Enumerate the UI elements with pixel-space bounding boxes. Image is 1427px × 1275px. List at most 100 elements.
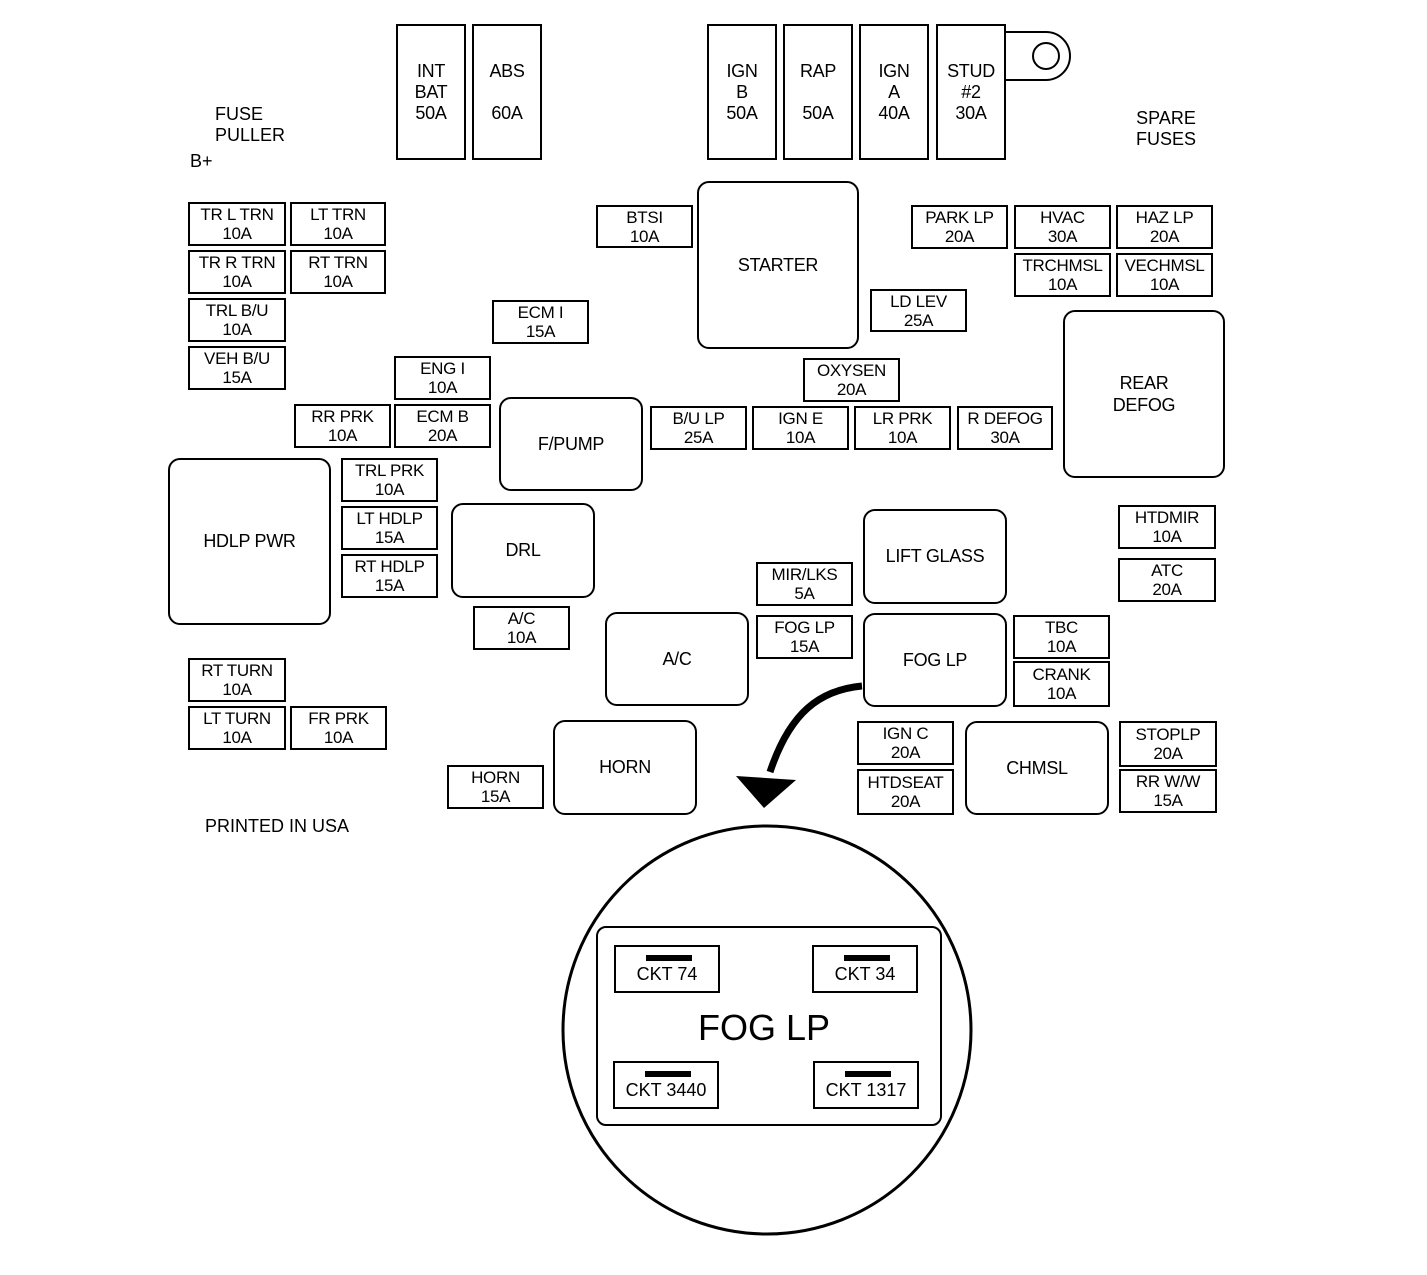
fuse-rr-prk: RR PRK 10A	[294, 404, 391, 448]
fuse-stoplp: STOPLP 20A	[1119, 721, 1217, 767]
fuse-lt-trn-rating: 10A	[323, 224, 353, 243]
fuse-trl-prk: TRL PRK 10A	[341, 458, 438, 502]
fuse-trl-prk-rating: 10A	[374, 480, 405, 499]
fuse-mir-lks: MIR/LKS 5A	[756, 562, 853, 606]
fuse-htdmir: HTDMIR 10A	[1118, 505, 1216, 549]
maxi-fuse-rap-line-3: 50A	[802, 102, 834, 123]
ckt-3440-label: CKT 3440	[625, 1080, 707, 1100]
fuse-park-lp: PARK LP 20A	[911, 205, 1008, 249]
relay-drl-label: DRL	[505, 540, 541, 560]
fuse-ign-c-rating: 20A	[890, 743, 921, 762]
maxi-fuse-ign-a-line-2: A	[888, 81, 900, 102]
fuse-lr-prk: LR PRK 10A	[854, 406, 951, 450]
maxi-fuse-abs-line-3: 60A	[491, 102, 523, 123]
maxi-fuse-ign-b-line-3: 50A	[726, 102, 758, 123]
fuse-rt-turn-name: RT TURN	[201, 661, 273, 680]
ckt-34-terminal: CKT 34	[812, 945, 918, 993]
fuse-crank-rating: 10A	[1046, 684, 1077, 703]
fuse-eng-i-rating: 10A	[427, 378, 458, 397]
ckt-74-label: CKT 74	[636, 964, 698, 984]
fuse-btsi-rating: 10A	[629, 226, 660, 246]
fuse-lt-turn: LT TURN 10A	[188, 706, 286, 750]
fuse-r-defog-rating: 30A	[990, 428, 1020, 447]
ckt-74-terminal: CKT 74	[614, 945, 720, 993]
fuse-rt-turn: RT TURN 10A	[188, 658, 286, 702]
fuse-fr-prk: FR PRK 10A	[290, 706, 387, 750]
relay-lift-glass: LIFT GLASS	[863, 509, 1007, 604]
fuse-hvac-rating: 30A	[1047, 227, 1078, 246]
maxi-fuse-int-bat-line-1: INT	[416, 60, 446, 81]
fuse-rr-prk-name: RR PRK	[311, 407, 374, 426]
fuse-ign-e-rating: 10A	[785, 428, 816, 447]
fuse-trchmsl-name: TRCHMSL	[1022, 256, 1103, 275]
fuse-lr-prk-rating: 10A	[887, 428, 918, 447]
relay-starter-label: STARTER	[737, 254, 819, 275]
fuse-htdmir-rating: 10A	[1152, 527, 1182, 546]
fuse-lt-trn: LT TRN 10A	[290, 202, 386, 246]
fuse-tbc-name: TBC	[1044, 618, 1079, 637]
maxi-fuse-ign-b: IGN B 50A	[707, 24, 777, 160]
relay-rear-defog-label-2: DEFOG	[1112, 395, 1176, 415]
maxi-fuse-abs: ABS 60A	[472, 24, 542, 160]
fuse-ign-e-name: IGN E	[778, 409, 823, 428]
terminal-blade-icon	[845, 1071, 891, 1077]
fuse-btsi-name: BTSI	[626, 207, 663, 227]
fuse-ac-name: A/C	[507, 609, 536, 628]
fuse-vechmsl-name: VECHMSL	[1124, 256, 1205, 275]
fuse-rr-ww-name: RR W/W	[1135, 772, 1201, 791]
fuse-lt-trn-name: LT TRN	[310, 205, 366, 224]
ckt-3440-terminal: CKT 3440	[613, 1061, 719, 1109]
fuse-trl-prk-name: TRL PRK	[354, 461, 425, 480]
inset-circle	[561, 824, 973, 1236]
fuse-vechmsl: VECHMSL 10A	[1116, 253, 1213, 297]
maxi-fuse-ign-a: IGN A 40A	[859, 24, 929, 160]
fog-lp-relay-detail: CKT 74 CKT 34 FOG LP CKT 3440 CKT 1317	[596, 926, 942, 1126]
fuse-horn-rating: 15A	[480, 787, 511, 806]
maxi-fuse-stud-2-line-2: #2	[961, 81, 981, 102]
fuse-ign-c: IGN C 20A	[857, 721, 954, 765]
fuse-fog-lp-rating: 15A	[789, 637, 820, 656]
fuse-puller-label-line-2: PULLER	[215, 125, 286, 145]
fuse-ac: A/C 10A	[473, 606, 570, 650]
ckt-1317-terminal: CKT 1317	[813, 1061, 919, 1109]
fuse-bu-lp-rating: 25A	[683, 428, 714, 447]
terminal-blade-icon	[844, 955, 890, 961]
fuse-r-defog: R DEFOG 30A	[957, 406, 1053, 450]
relay-chmsl-label: CHMSL	[1006, 757, 1068, 778]
maxi-fuse-ign-b-line-1: IGN	[726, 60, 758, 81]
fuse-vechmsl-rating: 10A	[1149, 275, 1180, 294]
fuse-htdmir-name: HTDMIR	[1134, 508, 1200, 527]
relay-rear-defog-label-1: REAR	[1119, 373, 1169, 393]
fuse-bu-lp-name: B/U LP	[672, 409, 725, 428]
fuse-horn-name: HORN	[471, 768, 520, 787]
fuse-trl-bu-name: TRL B/U	[205, 301, 269, 320]
fuse-oxysen-rating: 20A	[836, 380, 867, 399]
maxi-fuse-abs-line-1: ABS	[489, 60, 525, 81]
relay-f-pump-label: F/PUMP	[537, 433, 605, 454]
relay-fog-lp: FOG LP	[863, 613, 1007, 707]
relay-hdlp-pwr: HDLP PWR	[168, 458, 331, 625]
fuse-rr-ww-rating: 15A	[1153, 791, 1183, 810]
fuse-veh-bu-name: VEH B/U	[204, 349, 270, 368]
fuse-rt-hdlp-name: RT HDLP	[354, 557, 425, 576]
maxi-fuse-rap-line-1: RAP	[799, 60, 837, 81]
inset-title: FOG LP	[698, 1007, 831, 1048]
fuse-rt-hdlp-rating: 15A	[374, 576, 405, 595]
fuse-tbc: TBC 10A	[1013, 615, 1110, 659]
relay-ac: A/C	[605, 612, 749, 706]
fuse-eng-i: ENG I 10A	[394, 356, 491, 400]
b-plus-label: B+	[190, 151, 213, 171]
terminal-blade-icon	[646, 955, 692, 961]
fuse-oxysen-name: OXYSEN	[816, 361, 887, 380]
ckt-34-label: CKT 34	[834, 964, 896, 984]
fuse-lt-hdlp-name: LT HDLP	[356, 509, 423, 528]
relay-fog-lp-label: FOG LP	[902, 649, 968, 670]
fuse-trchmsl-rating: 10A	[1047, 275, 1078, 294]
maxi-fuse-int-bat-line-3: 50A	[415, 102, 447, 123]
fuse-tr-l-trn-rating: 10A	[222, 224, 252, 243]
fuse-trl-bu: TRL B/U 10A	[188, 298, 286, 342]
fuse-tr-r-trn-rating: 10A	[222, 272, 252, 291]
maxi-fuse-int-bat: INT BAT 50A	[396, 24, 466, 160]
fuse-ld-lev-name: LD LEV	[890, 291, 947, 311]
